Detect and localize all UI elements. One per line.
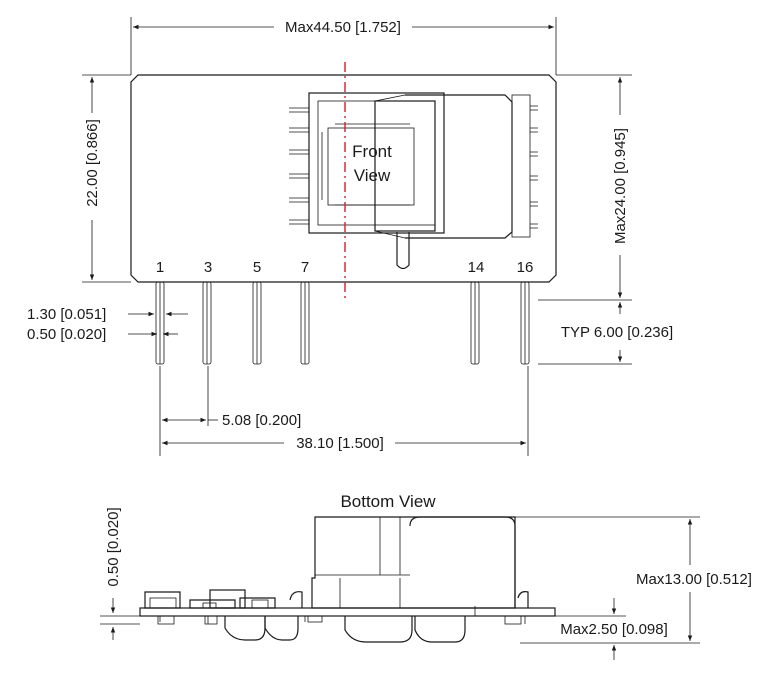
pin-label-3: 3	[204, 259, 212, 276]
pin-pitch-text: 5.08 [0.200]	[222, 412, 301, 429]
transformer-leads-right	[530, 105, 538, 229]
pins	[155, 281, 530, 365]
dimension-overall-height: Max13.00 [0.512]	[515, 516, 752, 644]
dimension-right-height: Max24.00 [0.945]	[538, 74, 632, 301]
pin-label-5: 5	[253, 259, 261, 276]
bottom-view	[100, 516, 556, 643]
pin-label-1: 1	[156, 259, 164, 276]
overall-height-text: Max13.00 [0.512]	[636, 571, 752, 588]
pin-thickness-text: 0.50 [0.020]	[27, 326, 106, 343]
dimension-pin-thickness: 0.50 [0.020]	[27, 326, 178, 343]
dimension-pin-length: TYP 6.00 [0.236]	[538, 302, 673, 365]
right-height-text: Max24.00 [0.945]	[612, 128, 629, 244]
board-thickness-text: 0.50 [0.020]	[105, 507, 122, 586]
pin-label-14: 14	[468, 259, 485, 276]
left-height-text: 22.00 [0.866]	[84, 119, 101, 207]
dimension-bottom-clearance: Max2.50 [0.098]	[555, 598, 668, 660]
pcb-board	[139, 607, 556, 617]
module-body-outline	[130, 74, 557, 283]
dimension-left-height: 22.00 [0.866]	[82, 74, 131, 283]
overall-width-text: Max44.50 [1.752]	[285, 19, 401, 36]
pin-width-text: 1.30 [0.051]	[27, 306, 106, 323]
dimension-pin-pitch: 5.08 [0.200]	[159, 366, 301, 456]
pin-span-text: 38.10 [1.500]	[296, 435, 384, 452]
front-view-label-2: View	[354, 166, 391, 185]
transformer-leads-left	[289, 107, 309, 225]
dimension-pin-span: 38.10 [1.500]	[162, 366, 529, 456]
bottom-clearance-text: Max2.50 [0.098]	[560, 621, 668, 638]
pin-label-7: 7	[301, 259, 309, 276]
front-view: Front View 1 3 5 7 14 16	[130, 62, 557, 365]
dimension-board-thickness: 0.50 [0.020]	[100, 507, 150, 640]
bottom-view-label: Bottom View	[340, 492, 436, 511]
front-view-label-1: Front	[352, 142, 392, 161]
pin-length-text: TYP 6.00 [0.236]	[561, 324, 673, 341]
dimension-pin-width: 1.30 [0.051]	[27, 306, 188, 323]
transformer-outline	[308, 92, 531, 270]
dimension-overall-width: Max44.50 [1.752]	[130, 17, 557, 75]
pin-label-16: 16	[517, 259, 534, 276]
